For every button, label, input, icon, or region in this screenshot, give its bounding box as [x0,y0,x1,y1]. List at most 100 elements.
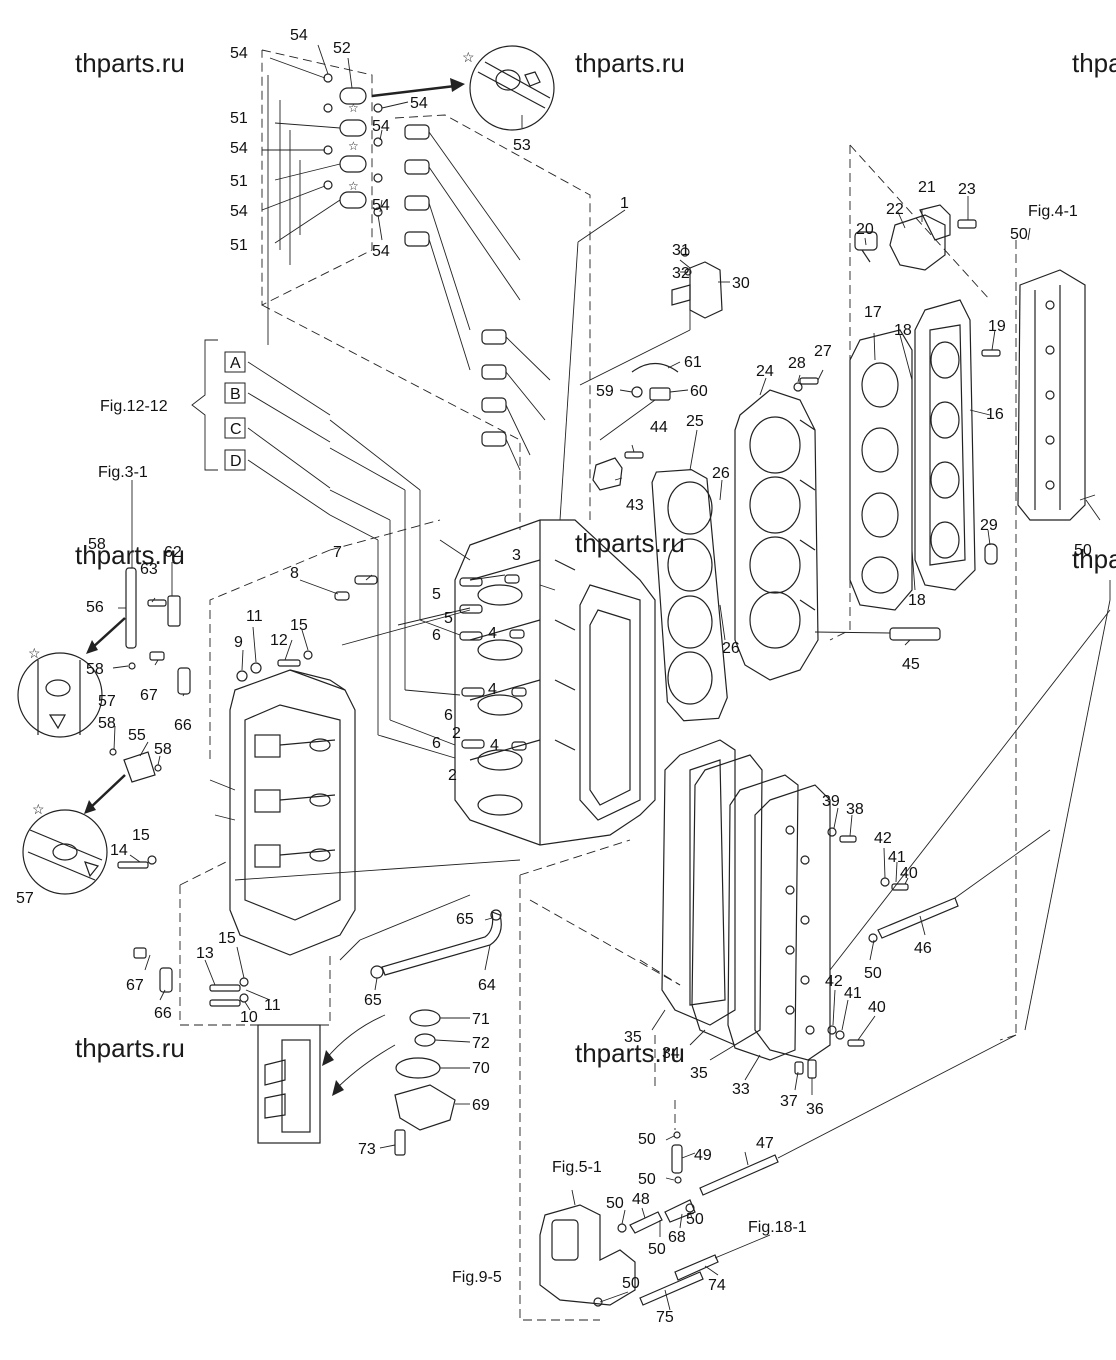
part-label: 11 [264,997,281,1014]
part-label: 6 [444,707,453,724]
part-label: 51 [230,173,248,190]
part-label: 30 [732,275,750,292]
part-label: 6 [432,735,441,752]
part-label: 8 [290,565,299,582]
part-label: 54 [230,203,248,220]
watermarks: thparts.ru thparts.ru thparts.ru thparts… [75,48,1116,1068]
part-label: 55 [128,727,146,744]
star-symbol: ☆ [348,179,359,193]
part-label: 62 [164,544,182,561]
part-label: 71 [472,1011,490,1028]
star-symbol: ☆ [28,645,41,661]
star-symbol: ☆ [462,49,475,65]
part-label: 43 [626,497,644,514]
part-label: 32 [672,265,690,282]
part-label: 3 [512,547,521,564]
part-label: 66 [154,1005,172,1022]
part-label: 49 [694,1147,712,1164]
part-label: 21 [918,179,936,196]
part-label: 50 [1010,226,1028,243]
part-label: 34 [662,1045,680,1062]
part-label: 46 [914,940,932,957]
part-label: 35 [624,1029,642,1046]
part-label: 64 [478,977,496,994]
part-label: 53 [513,137,531,154]
part-label: 37 [780,1093,798,1110]
part-label: 10 [240,1009,258,1026]
part-label: 5 [444,610,453,627]
part-label: 17 [864,304,882,321]
part-label: 35 [690,1065,708,1082]
part-label: 2 [452,725,461,742]
part-label: 57 [98,693,116,710]
part-label: 41 [888,849,906,866]
part-label: 70 [472,1060,490,1077]
part-label: 56 [86,599,104,616]
part-label: 20 [856,221,874,238]
watermark: thparts.ru [75,540,185,570]
part-label: 54 [230,140,248,157]
watermark: thparts.ru [75,48,185,78]
part-label: 63 [140,561,158,578]
part-label: 72 [472,1035,490,1052]
box-label-d: D [230,453,242,470]
part-label: 39 [822,793,840,810]
cylinder-head [651,389,819,722]
fig-ref-12-12: Fig.12-12 [100,398,168,415]
part-label: 36 [806,1101,824,1118]
part-label: 50 [864,965,882,982]
part-label: 26 [722,640,740,657]
part-label: 58 [98,715,116,732]
fig-ref-9-5: Fig.9-5 [452,1269,502,1286]
watermark: thparts.ru [75,1033,185,1063]
part-label: 50 [648,1241,666,1258]
part-label: 42 [874,830,892,847]
part-label: 59 [596,383,614,400]
part-label: 54 [230,45,248,62]
part-label: 69 [472,1097,490,1114]
leader-lines [112,196,1111,1311]
part-label: 75 [656,1309,674,1326]
part-label: 51 [230,237,248,254]
part-label: 54 [372,118,390,135]
part-label: 11 [246,608,263,625]
part-number-labels: 54 54 52 54 51 54 54 51 54 54 54 51 53 1… [16,27,1092,1326]
part-label: 29 [980,517,998,534]
part-label: 68 [668,1229,686,1246]
part-label: 33 [732,1081,750,1098]
part-label: 22 [886,201,904,218]
part-label: 40 [868,999,886,1016]
part-label: 5 [432,586,441,603]
side-cover [229,669,356,956]
part-label: 9 [234,634,243,651]
part-label: 61 [684,354,702,371]
watermark: thparts.ru [575,48,685,78]
part-label: 25 [686,413,704,430]
watermark: thparts.ru [575,528,685,558]
fig-ref-4-1: Fig.4-1 [1028,203,1078,220]
watermark: thparts.ru [1072,48,1116,78]
head-cover [849,299,976,611]
part-label: 31 [672,242,690,259]
part-label: 58 [154,741,172,758]
fig-12-12-reference: Fig.12-12 A B C D [100,339,331,516]
part-label: 67 [140,687,158,704]
part-label: 51 [230,110,248,127]
part-label: 74 [708,1277,726,1294]
part-label: 50 [1074,542,1092,559]
part-label: 73 [358,1141,376,1158]
part-label: 15 [132,827,150,844]
exhaust-manifold [1017,227,1096,521]
part-label: 58 [86,661,104,678]
part-label: 40 [900,865,918,882]
watermark: thparts.ru [1072,544,1116,574]
part-label: 58 [88,536,106,553]
part-label: 16 [986,406,1004,423]
part-label: 24 [756,363,774,380]
part-label: 47 [756,1135,774,1152]
sleeve-group: ☆ ☆ ☆ ☆ [261,44,555,471]
part-label: 54 [290,27,308,44]
star-symbol: ☆ [32,801,45,817]
part-label: 52 [333,40,351,57]
